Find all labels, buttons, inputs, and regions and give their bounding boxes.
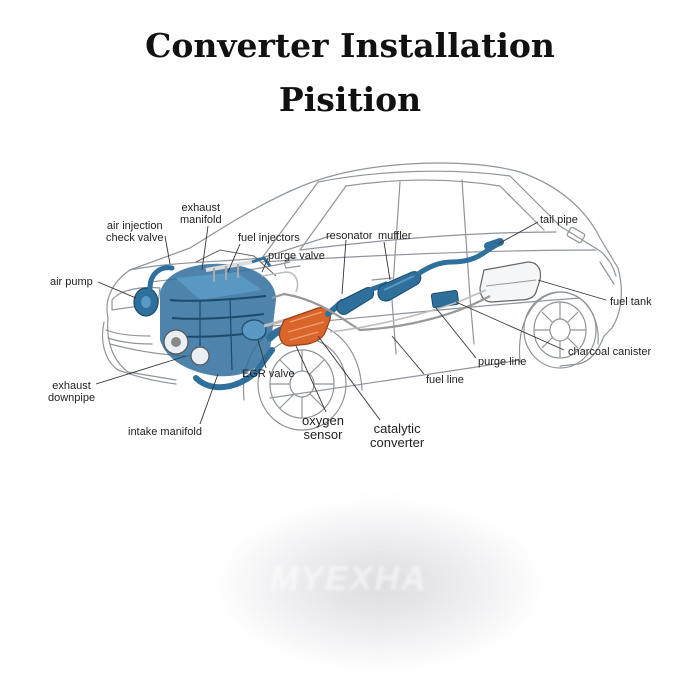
label-fuel-line: fuel line: [426, 374, 464, 386]
page-title-line-2: Pisition: [278, 80, 422, 119]
label-fuel-tank: fuel tank: [610, 296, 652, 308]
label-tail-pipe: tail pipe: [540, 214, 578, 226]
catalytic-converter: [278, 307, 331, 347]
exhaust-downpipe: [193, 347, 275, 391]
car-outline: [101, 162, 622, 401]
purge-line: [261, 271, 487, 333]
engine-block: [160, 249, 287, 377]
label-resonator: resonator: [326, 230, 373, 242]
label-air-injection-check-valve: air injection check valve: [106, 220, 164, 244]
label-charcoal-canister: charcoal canister: [568, 346, 652, 358]
tail-pipe-run: [415, 241, 501, 277]
label-air-pump: air pump: [50, 276, 93, 288]
purge-valve-hose: [251, 256, 272, 267]
leader-lines: [95, 221, 607, 425]
watermark-text: MYEXHA: [270, 560, 428, 598]
charcoal-canister: [430, 290, 460, 308]
air-pump: [133, 265, 175, 317]
label-exhaust-manifold: exhaust manifold: [180, 202, 222, 226]
label-egr-valve: EGR valve: [242, 368, 295, 380]
car-reflection-shadow: [215, 500, 545, 670]
muffler: [377, 271, 422, 302]
label-intake-manifold: intake manifold: [128, 426, 202, 438]
label-catalytic-converter: catalytic converter: [370, 421, 425, 450]
fuel-line: [271, 292, 491, 332]
label-muffler: muffler: [378, 230, 412, 242]
label-fuel-injectors: fuel injectors: [238, 232, 300, 244]
label-exhaust-downpipe: exhaust downpipe: [48, 380, 96, 404]
page-title-line-1: Converter Installation: [145, 26, 555, 65]
label-oxygen-sensor: oxygen sensor: [302, 413, 344, 442]
label-purge-valve: purge valve: [268, 250, 325, 262]
tail-pipe: [484, 238, 504, 250]
fuel-tank: [479, 261, 542, 303]
label-purge-line: purge line: [478, 356, 527, 368]
rear-wheel: [523, 291, 597, 369]
